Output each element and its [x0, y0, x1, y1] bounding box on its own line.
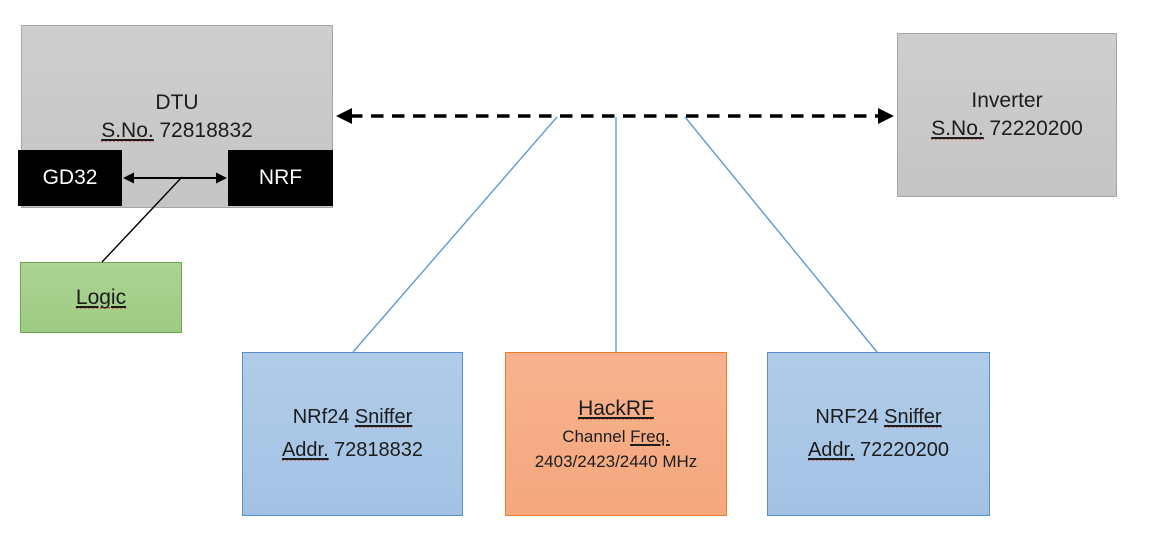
dtu-serial-number: 72818832: [159, 118, 253, 142]
gd32-chip: GD32: [18, 150, 122, 206]
inverter-serial-number: 72220200: [989, 117, 1083, 140]
logic-box: Logic: [20, 262, 182, 333]
inverter-box: Inverter S.No.72220200: [897, 33, 1117, 197]
sniffer-right-addr: Addr.72220200: [807, 434, 950, 467]
dtu-serial-label: S.No.: [101, 118, 154, 142]
dtu-title: DTU: [155, 90, 199, 114]
gd32-label: GD32: [42, 166, 98, 189]
sniffer-right-connector: [684, 116, 878, 353]
hackrf-freq-label-prefix: Channel: [562, 427, 626, 446]
sniffer-left-connector: [352, 116, 558, 353]
nrf-chip: NRF: [228, 150, 333, 206]
sniffer-left-name-prefix: NRf24: [292, 406, 350, 428]
sniffer-left-addr: Addr.72818832: [281, 434, 424, 467]
sniffer-right-addr-value: 72220200: [860, 439, 950, 461]
inverter-serial: S.No.72220200: [931, 115, 1083, 143]
sniffer-left-addr-label: Addr.: [281, 439, 329, 461]
sniffer-right-addr-label: Addr.: [807, 439, 855, 461]
dashed-link-arrowhead-right-icon: [878, 108, 894, 124]
hackrf-freq-label-word: Freq.: [630, 427, 670, 446]
dashed-link-arrowhead-left-icon: [336, 108, 352, 124]
hackrf-title: HackRF: [578, 397, 654, 420]
logic-label: Logic: [75, 285, 127, 309]
inverter-serial-label: S.No.: [931, 117, 984, 140]
sniffer-left-name-word: Sniffer: [354, 406, 413, 428]
dtu-serial: S.No.72818832: [101, 117, 253, 145]
sniffer-right-name-prefix: NRF24: [815, 406, 879, 428]
nrf-label: NRF: [258, 166, 303, 189]
sniffer-left-addr-value: 72818832: [334, 439, 424, 461]
inverter-title: Inverter: [971, 89, 1043, 112]
sniffer-right-name-word: Sniffer: [884, 406, 942, 428]
hackrf-freq-values: 2403/2423/2440 MHz: [534, 452, 698, 471]
